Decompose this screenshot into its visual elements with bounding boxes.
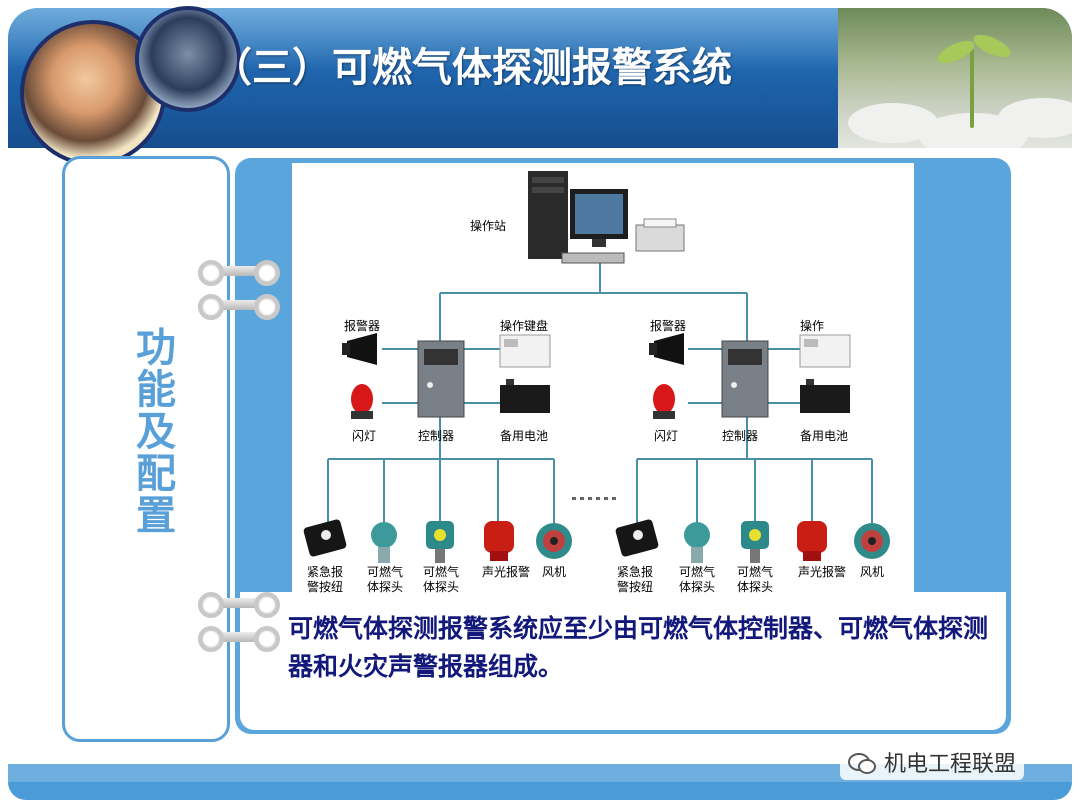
caption-area — [240, 592, 1006, 730]
left-alarm-label: 报警器 — [344, 319, 381, 333]
strobe-lamp-icon — [653, 384, 675, 419]
watermark-text: 机电工程联盟 — [884, 752, 1017, 777]
binder-bar — [198, 266, 268, 276]
emergency-button-icon — [615, 519, 659, 557]
keypad-icon — [799, 334, 851, 368]
alarm-horn-icon — [342, 333, 377, 365]
right-keyboard-label: 操作 — [800, 319, 825, 333]
binder-ring — [198, 260, 224, 286]
binder-bar — [198, 300, 268, 310]
battery-icon — [800, 379, 850, 413]
alarm-horn-icon — [649, 333, 684, 365]
binder-ring — [198, 294, 224, 320]
left-controller-label: 控制器 — [418, 429, 455, 443]
controller-cabinet-icon — [417, 340, 465, 418]
left-device-label: 可燃气体探头 — [366, 565, 403, 594]
binder-ring — [254, 592, 280, 618]
left-device-label: 声光报警 — [481, 565, 530, 579]
binder-ring — [254, 260, 280, 286]
binder-bar — [198, 598, 268, 608]
monitor-icon — [570, 189, 628, 247]
handshake-photo — [135, 6, 241, 112]
side-label: 功能及配置 — [129, 326, 175, 536]
caption-text: 可燃气体探测报警系统应至少由可燃气体控制器、可燃气体探测器和火灾声警报器组成。 — [288, 614, 989, 681]
connection-lines — [327, 261, 873, 523]
wechat-icon — [848, 751, 876, 774]
left-device-label: 可燃气体探头 — [422, 565, 459, 594]
gas-detector-icon — [371, 522, 397, 563]
right-alarm-label: 报警器 — [650, 319, 687, 333]
fan-icon — [536, 523, 572, 559]
ellipsis-dots — [572, 497, 616, 500]
gas-detector-icon — [684, 522, 710, 563]
right-battery-label: 备用电池 — [800, 429, 849, 443]
battery-icon — [500, 379, 550, 413]
slide-header — [8, 8, 1072, 148]
left-device-label: 紧急报警按纽 — [306, 565, 343, 594]
left-battery-label: 备用电池 — [500, 429, 549, 443]
fan-icon — [854, 523, 890, 559]
strobe-lamp-icon — [351, 384, 373, 419]
keypad-icon — [499, 334, 551, 368]
printer-icon — [635, 218, 685, 252]
plant-photo — [838, 8, 1072, 148]
system-diagram: 操作站 报警器 操作键盘 闪灯 控制器 备用电池 报警器 操作 闪灯 控制器 备… — [292, 163, 914, 603]
binder-ring — [198, 626, 224, 652]
left-device-label: 风机 — [541, 565, 566, 579]
station-label: 操作站 — [470, 219, 507, 233]
page-title: （三）可燃气体探测报警系统 — [212, 45, 732, 91]
diagram-svg — [303, 171, 890, 563]
computer-tower-icon — [528, 171, 568, 259]
emergency-button-icon — [303, 519, 347, 557]
right-lamp-label: 闪灯 — [654, 429, 679, 443]
sound-light-alarm-icon — [484, 521, 514, 561]
sound-light-alarm-icon — [797, 521, 827, 561]
gas-detector-icon — [426, 521, 454, 563]
keyboard-icon — [561, 252, 625, 264]
left-lamp-label: 闪灯 — [352, 429, 377, 443]
right-controller-label: 控制器 — [722, 429, 759, 443]
right-device-label: 紧急报警按纽 — [616, 565, 653, 594]
watermark: 机电工程联盟 — [840, 744, 1025, 780]
footer-bar — [8, 764, 1072, 800]
binder-ring — [254, 626, 280, 652]
binder-ring — [254, 294, 280, 320]
right-device-label: 可燃气体探头 — [678, 565, 715, 594]
left-keyboard-label: 操作键盘 — [500, 319, 549, 333]
right-device-label: 可燃气体探头 — [736, 565, 773, 594]
right-device-label: 风机 — [859, 565, 884, 579]
right-device-label: 声光报警 — [797, 565, 846, 579]
binder-ring — [198, 592, 224, 618]
gas-detector-icon — [741, 521, 769, 563]
binder-bar — [198, 632, 268, 642]
controller-cabinet-icon — [721, 340, 769, 418]
